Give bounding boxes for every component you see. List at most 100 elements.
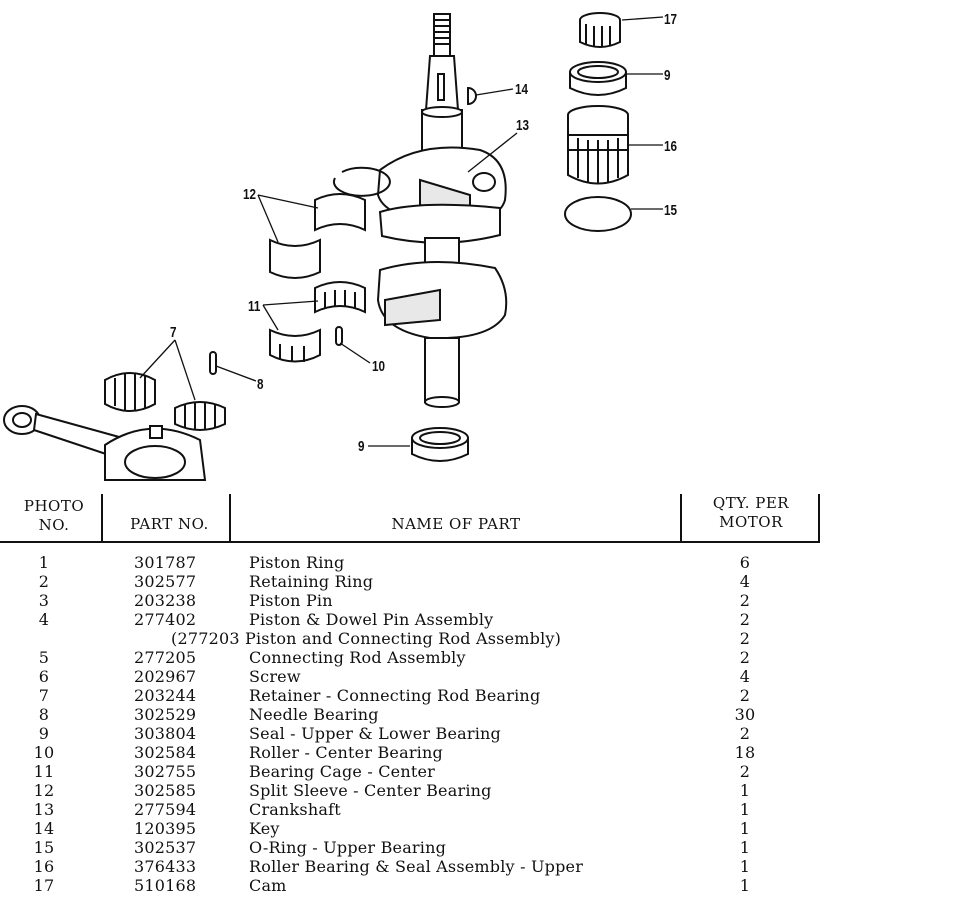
key-drawing — [467, 86, 477, 106]
table-row: 15 302537 O-Ring - Upper Bearing 1 — [0, 838, 959, 857]
retainer-drawing — [104, 372, 226, 431]
part-no-cell: 202967 — [134, 667, 197, 686]
photo-no-cell: 12 — [33, 781, 55, 800]
qty-cell: 1 — [739, 838, 751, 857]
part-no-cell: 277594 — [134, 800, 197, 819]
photo-no-cell: 10 — [33, 743, 55, 762]
part-no-cell: 376433 — [134, 857, 197, 876]
roller-bearing-assembly-drawing — [567, 105, 629, 185]
header-rule — [0, 541, 820, 543]
part-name-cell: Retainer - Connecting Rod Bearing — [249, 686, 541, 705]
roller-drawing — [335, 326, 343, 346]
header-photo-line1: PHOTO — [23, 497, 85, 515]
photo-no-cell: 1 — [38, 553, 50, 572]
crankshaft-drawing — [376, 13, 508, 408]
table-row: 2 302577 Retaining Ring 4 — [0, 572, 959, 591]
qty-cell: 2 — [739, 591, 751, 610]
header-part-no: PART NO. — [130, 515, 209, 533]
callout-10: 10 — [372, 358, 385, 375]
qty-cell: 1 — [739, 819, 751, 838]
photo-no-cell: 11 — [33, 762, 55, 781]
qty-cell: 2 — [739, 724, 751, 743]
part-name-cell: Seal - Upper & Lower Bearing — [249, 724, 501, 743]
part-name-cell: Key — [249, 819, 280, 838]
part-name-cell: Roller Bearing & Seal Assembly - Upper — [249, 857, 584, 876]
part-name-cell: Piston and Connecting Rod Assembly) — [245, 629, 562, 648]
bearing-cage-drawing — [269, 281, 366, 363]
column-divider — [680, 494, 682, 542]
leader-lines — [139, 16, 664, 447]
table-row: 12 302585 Split Sleeve - Center Bearing 1 — [0, 781, 959, 800]
header-qty-line2: MOTOR — [719, 513, 783, 531]
part-name-cell: Piston & Dowel Pin Assembly — [249, 610, 494, 629]
qty-cell: 1 — [739, 876, 751, 895]
part-no-cell: 302537 — [134, 838, 197, 857]
photo-no-cell: 5 — [38, 648, 50, 667]
exploded-parts-diagram: 17 9 14 13 16 15 12 11 10 7 8 9 — [3, 11, 677, 481]
photo-no-cell: 17 — [33, 876, 55, 895]
photo-no-cell: 7 — [38, 686, 50, 705]
part-no-cell: 510168 — [134, 876, 197, 895]
qty-cell: 30 — [734, 705, 756, 724]
part-no-cell: 203238 — [134, 591, 197, 610]
part-no-cell: 302577 — [134, 572, 197, 591]
part-name-cell: Split Sleeve - Center Bearing — [249, 781, 492, 800]
header-qty-per-motor: QTY. PER MOTOR — [686, 494, 816, 532]
part-name-cell: Piston Ring — [249, 553, 345, 572]
table-row: 17 510168 Cam 1 — [0, 876, 959, 895]
table-row: 14 120395 Key 1 — [0, 819, 959, 838]
upper-seal-drawing — [569, 61, 627, 96]
part-name-cell: Cam — [249, 876, 287, 895]
callout-16: 16 — [664, 138, 677, 155]
qty-cell: 2 — [739, 762, 751, 781]
qty-cell: 2 — [739, 648, 751, 667]
part-no-cell: 277205 — [134, 648, 197, 667]
part-no-cell: 302585 — [134, 781, 197, 800]
part-no-cell: 120395 — [134, 819, 197, 838]
connecting-rod-drawing — [3, 405, 207, 481]
callout-14: 14 — [515, 81, 528, 98]
cam-drawing — [579, 12, 621, 48]
header-qty-line1: QTY. PER — [712, 494, 790, 512]
part-name-cell: O-Ring - Upper Bearing — [249, 838, 447, 857]
o-ring-drawing — [564, 196, 632, 232]
qty-cell: 4 — [739, 572, 751, 591]
photo-no-cell: 3 — [38, 591, 50, 610]
table-row: 11 302755 Bearing Cage - Center 2 — [0, 762, 959, 781]
part-name-cell: Needle Bearing — [249, 705, 379, 724]
callout-11: 11 — [248, 298, 261, 315]
header-photo-no: PHOTO NO. — [14, 497, 94, 535]
retaining-ring-drawing — [332, 166, 391, 197]
part-name-cell: Bearing Cage - Center — [249, 762, 435, 781]
photo-no-cell: 4 — [38, 610, 50, 629]
column-divider — [101, 494, 103, 542]
callout-17: 17 — [664, 11, 677, 28]
qty-cell: 2 — [739, 629, 751, 648]
part-no-cell: 203244 — [134, 686, 197, 705]
photo-no-cell: 14 — [33, 819, 55, 838]
qty-cell: 6 — [739, 553, 751, 572]
part-name-cell: Retaining Ring — [249, 572, 374, 591]
part-no-cell: 303804 — [134, 724, 197, 743]
photo-no-cell: 2 — [38, 572, 50, 591]
photo-no-cell: 8 — [38, 705, 50, 724]
photo-no-cell: 15 — [33, 838, 55, 857]
part-name-cell: Crankshaft — [249, 800, 341, 819]
part-no-cell: 302755 — [134, 762, 197, 781]
callout-7: 7 — [170, 324, 177, 341]
callout-13: 13 — [516, 117, 529, 134]
callout-15: 15 — [664, 202, 677, 219]
column-divider — [229, 494, 231, 542]
split-sleeve-drawing — [269, 193, 366, 279]
header-photo-line2: NO. — [38, 516, 70, 534]
part-name-cell: Screw — [249, 667, 301, 686]
qty-cell: 1 — [739, 781, 751, 800]
